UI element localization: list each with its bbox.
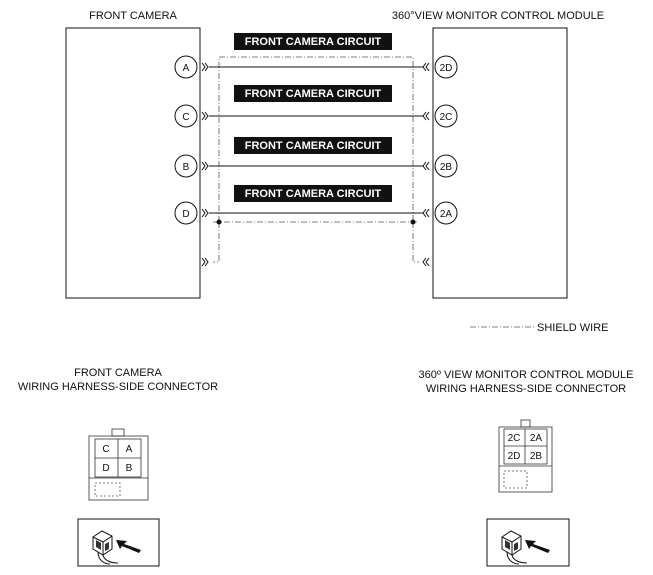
shield-splice-left bbox=[216, 219, 222, 225]
front-connector-subtitle: WIRING HARNESS-SIDE CONNECTOR bbox=[18, 381, 218, 393]
module-connector-subtitle: WIRING HARNESS-SIDE CONNECTOR bbox=[426, 383, 626, 395]
circuit-b-2b: FRONT CAMERA CIRCUIT B 2B bbox=[174, 137, 458, 178]
terminal-icon bbox=[201, 111, 209, 121]
circuit-banner: FRONT CAMERA CIRCUIT bbox=[245, 88, 382, 100]
terminal-icon bbox=[422, 111, 430, 121]
connector-cell: C bbox=[102, 444, 109, 455]
pin-label: C bbox=[182, 112, 189, 123]
pin-label: D bbox=[182, 209, 189, 220]
connector-cell: 2D bbox=[508, 451, 521, 462]
pin-label: 2D bbox=[440, 63, 453, 74]
connector-view-direction-icon bbox=[77, 518, 160, 567]
front-connector-title: FRONT CAMERA bbox=[74, 367, 162, 379]
front-camera-label: FRONT CAMERA bbox=[89, 10, 177, 22]
shield-terminal-left-icon bbox=[201, 257, 209, 267]
module-connector-title: 360º VIEW MONITOR CONTROL MODULE bbox=[419, 369, 634, 381]
shield-wire-legend-label: SHIELD WIRE bbox=[537, 322, 609, 334]
front-camera-box bbox=[65, 27, 201, 299]
pin-label: B bbox=[183, 162, 190, 173]
circuit-c-2c: FRONT CAMERA CIRCUIT C 2C bbox=[174, 85, 458, 128]
circuit-banner: FRONT CAMERA CIRCUIT bbox=[245, 188, 382, 200]
terminal-icon bbox=[201, 62, 209, 72]
pin-label: A bbox=[183, 63, 190, 74]
circuit-a-2d: FRONT CAMERA CIRCUIT A 2D bbox=[174, 33, 458, 79]
shield-splice-right bbox=[410, 219, 416, 225]
pin-label: 2A bbox=[440, 209, 453, 220]
circuit-banner: FRONT CAMERA CIRCUIT bbox=[245, 140, 382, 152]
circuit-banner: FRONT CAMERA CIRCUIT bbox=[245, 36, 382, 48]
terminal-icon bbox=[201, 208, 209, 218]
connector-cell: 2B bbox=[530, 451, 543, 462]
shield-terminal-right-icon bbox=[422, 257, 430, 267]
terminal-icon bbox=[201, 161, 209, 171]
terminal-icon bbox=[422, 208, 430, 218]
connector-cell: A bbox=[126, 444, 133, 455]
pin-label: 2B bbox=[440, 162, 453, 173]
circuit-d-2a: FRONT CAMERA CIRCUIT D 2A bbox=[174, 185, 458, 225]
front-connector-face: C A D B bbox=[88, 428, 149, 501]
connector-cell: 2A bbox=[530, 433, 543, 444]
connector-cell: 2C bbox=[508, 433, 521, 444]
module-connector-face: 2C 2A 2D 2B bbox=[498, 419, 553, 493]
connector-cell: B bbox=[126, 463, 133, 474]
connector-view-direction-icon bbox=[486, 518, 570, 567]
terminal-icon bbox=[422, 62, 430, 72]
terminal-icon bbox=[422, 161, 430, 171]
module-box bbox=[432, 27, 568, 299]
connector-cell: D bbox=[102, 463, 109, 474]
shield-wire bbox=[213, 56, 419, 263]
pin-label: 2C bbox=[440, 112, 453, 123]
module-label: 360°VIEW MONITOR CONTROL MODULE bbox=[392, 10, 604, 22]
